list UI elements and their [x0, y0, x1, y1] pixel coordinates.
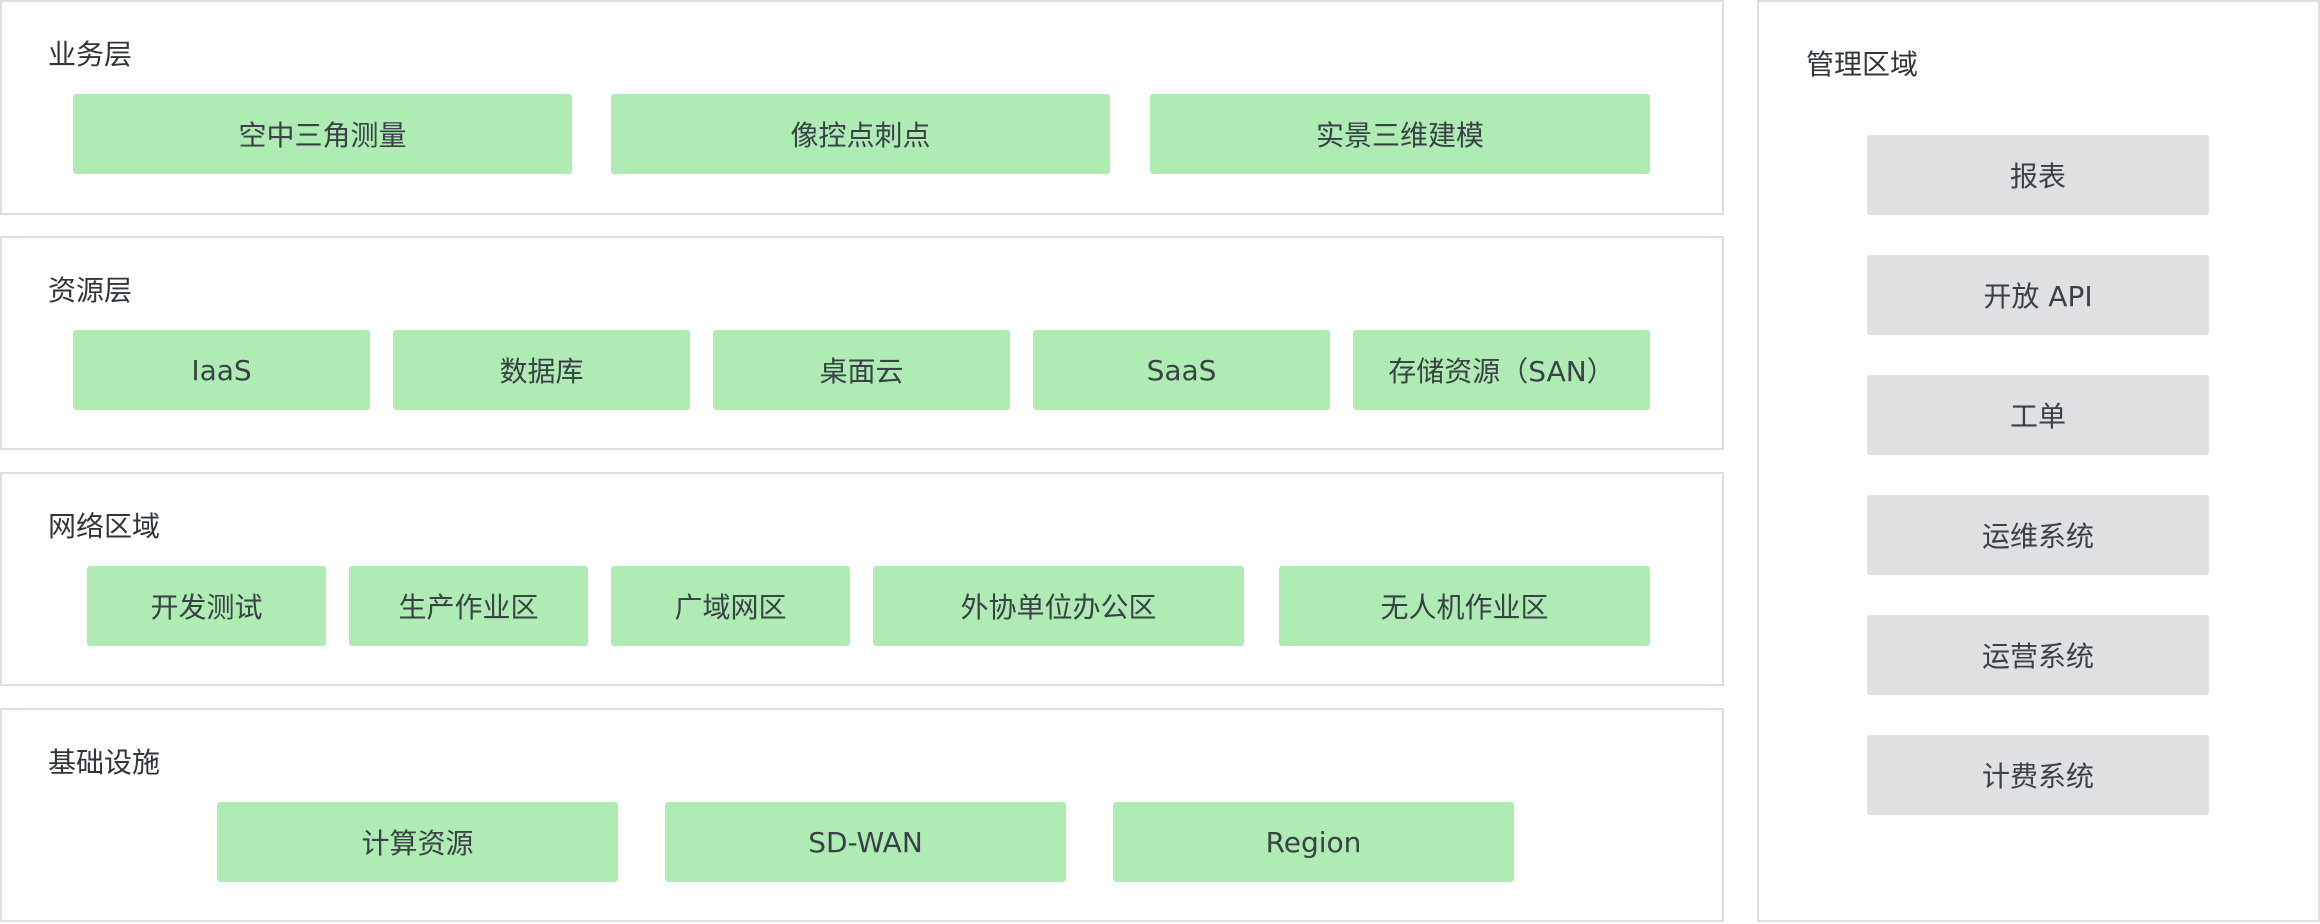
network-area-panel: 网络区域 开发测试 生产作业区 广域网区 外协单位办公区 无人机作业区	[0, 472, 1724, 686]
business-layer-title: 业务层	[48, 38, 133, 71]
infrastructure-title: 基础设施	[48, 746, 161, 779]
infrastructure-item-region: Region	[1113, 802, 1514, 882]
network-item-outsourced-office: 外协单位办公区	[873, 566, 1244, 646]
business-item-aerial-triangulation: 空中三角测量	[73, 94, 572, 174]
management-area-title: 管理区域	[1806, 48, 1919, 81]
resource-item-storage-san: 存储资源（SAN）	[1353, 330, 1650, 410]
management-item-reports: 报表	[1867, 135, 2209, 215]
network-area-title: 网络区域	[48, 510, 161, 543]
resource-item-iaas: IaaS	[73, 330, 370, 410]
infrastructure-item-sd-wan: SD-WAN	[665, 802, 1066, 882]
management-area-panel: 管理区域 报表 开放 API 工单 运维系统 运营系统 计费系统	[1757, 0, 2320, 922]
resource-item-saas: SaaS	[1033, 330, 1330, 410]
management-item-billing-system: 计费系统	[1867, 735, 2209, 815]
resource-item-desktop-cloud: 桌面云	[713, 330, 1010, 410]
resource-layer-panel: 资源层 IaaS 数据库 桌面云 SaaS 存储资源（SAN）	[0, 236, 1724, 450]
network-item-drone-zone: 无人机作业区	[1279, 566, 1650, 646]
infrastructure-item-compute: 计算资源	[217, 802, 618, 882]
network-item-wan: 广域网区	[611, 566, 850, 646]
business-item-3d-modeling: 实景三维建模	[1150, 94, 1650, 174]
management-item-operations-system: 运营系统	[1867, 615, 2209, 695]
infrastructure-panel: 基础设施 计算资源 SD-WAN Region	[0, 708, 1724, 922]
network-item-dev-test: 开发测试	[87, 566, 326, 646]
management-item-work-orders: 工单	[1867, 375, 2209, 455]
management-item-ops-system: 运维系统	[1867, 495, 2209, 575]
network-item-production: 生产作业区	[349, 566, 588, 646]
business-layer-panel: 业务层 空中三角测量 像控点刺点 实景三维建模	[0, 0, 1724, 215]
resource-item-database: 数据库	[393, 330, 690, 410]
management-item-open-api: 开放 API	[1867, 255, 2209, 335]
resource-layer-title: 资源层	[48, 274, 133, 307]
business-item-control-point-marking: 像控点刺点	[611, 94, 1110, 174]
